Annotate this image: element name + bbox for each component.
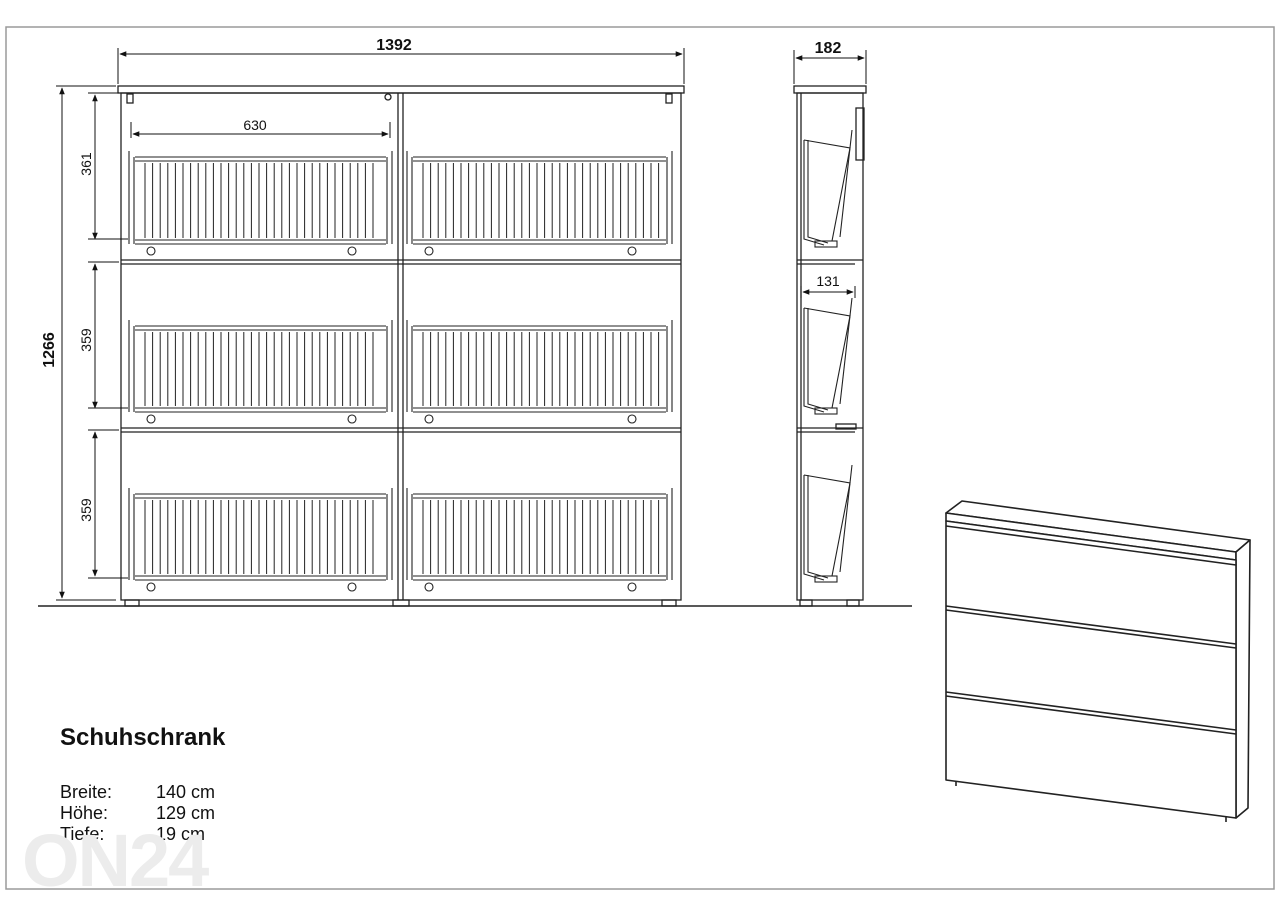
- page-frame: [5, 26, 1275, 890]
- spec-label: Tiefe:: [60, 824, 105, 844]
- side-basket: [803, 129, 853, 248]
- front-view: [117, 85, 685, 607]
- basket: [128, 488, 393, 592]
- product-title: Schuhschrank: [60, 724, 226, 751]
- side-baskets: [803, 129, 853, 583]
- tilt-depth-label: 131: [816, 273, 840, 289]
- row-height-label-1: 361: [78, 152, 94, 176]
- basket: [406, 320, 673, 424]
- row-height-label-2: 359: [78, 328, 94, 352]
- spec-value: 140 cm: [156, 782, 216, 802]
- spec-value: 129 cm: [156, 803, 216, 823]
- side-view: [793, 85, 867, 607]
- total-width-label: 1392: [376, 37, 412, 54]
- spec-row-height: Höhe: 129 cm: [60, 803, 215, 824]
- basket-width-label: 630: [243, 117, 267, 133]
- total-height-label: 1266: [41, 332, 58, 368]
- shoe-baskets: [128, 151, 673, 592]
- spec-row-depth: Tiefe: 19 cm: [60, 824, 215, 845]
- side-basket: [803, 464, 853, 583]
- spec-value: 19 cm: [156, 824, 206, 844]
- spec-label: Höhe:: [60, 803, 109, 823]
- row-height-label-3: 359: [78, 498, 94, 522]
- spec-label: Breite:: [60, 782, 113, 802]
- basket: [406, 488, 673, 592]
- watermark-logo: ON24: [22, 819, 209, 902]
- depth-label: 182: [815, 40, 842, 57]
- spec-list: Breite: 140 cm Höhe: 129 cm Tiefe: 19 cm: [60, 782, 215, 845]
- perspective-view: [945, 500, 1251, 822]
- spec-row-width: Breite: 140 cm: [60, 782, 215, 803]
- basket: [406, 151, 673, 256]
- side-basket: [803, 297, 853, 415]
- basket: [128, 151, 393, 256]
- basket: [128, 320, 393, 424]
